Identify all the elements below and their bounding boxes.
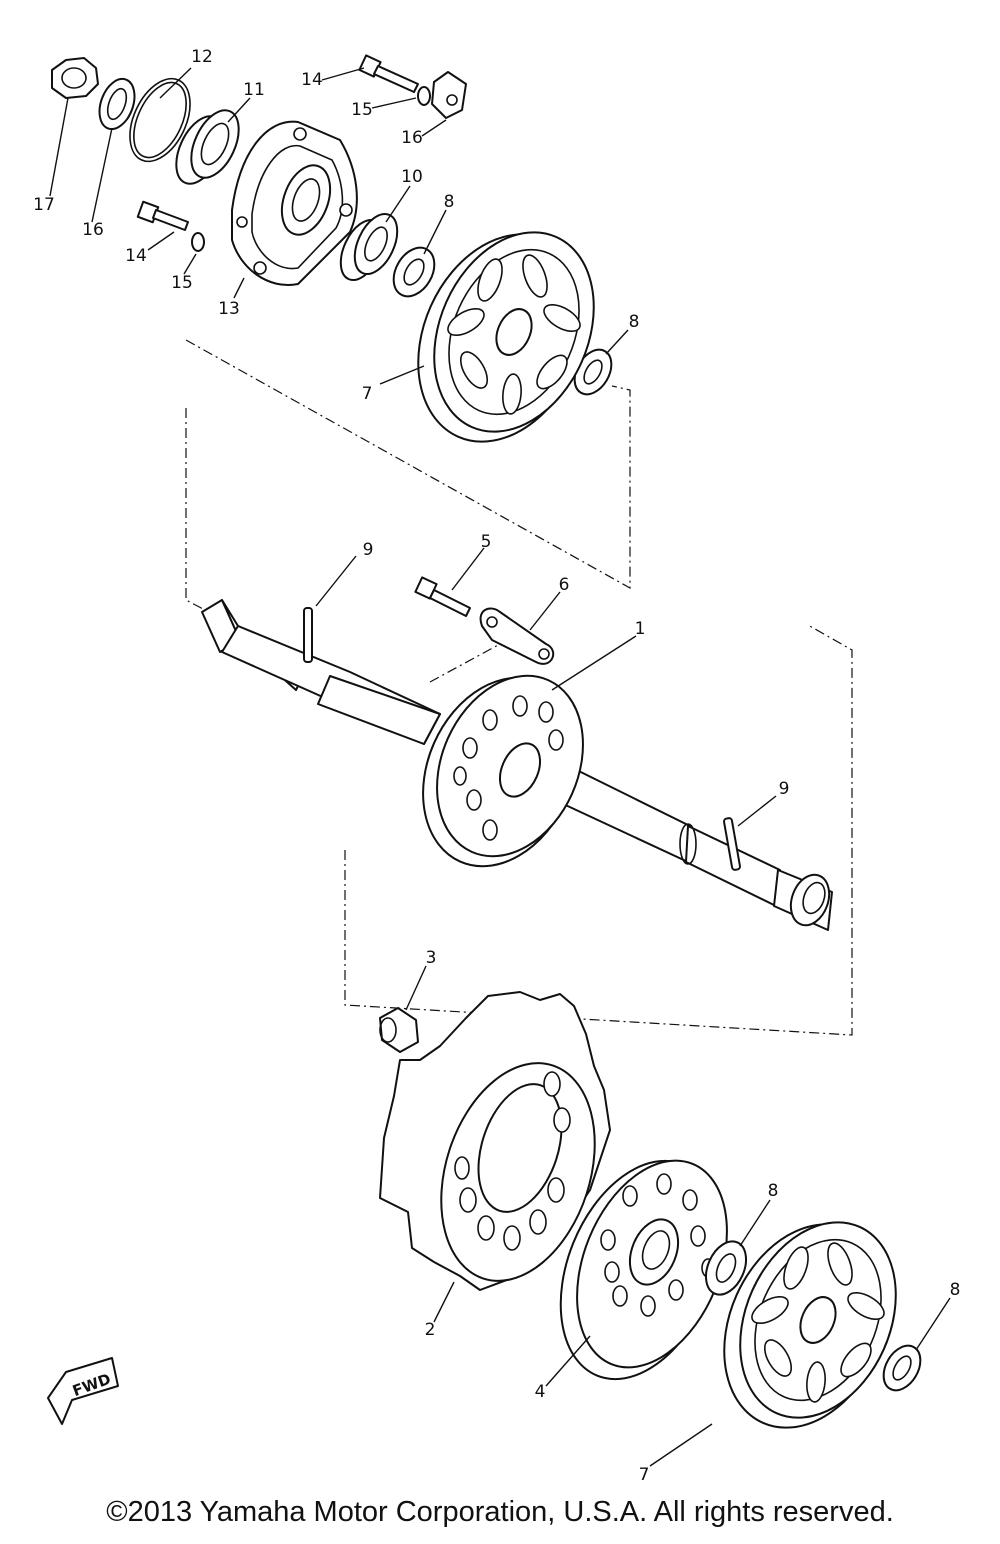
label-12: 12 (191, 47, 213, 67)
part-6-plate (479, 607, 555, 665)
label-10: 10 (401, 167, 423, 187)
part-16-washer (98, 77, 136, 131)
label-9-bottom: 9 (779, 779, 790, 799)
label-8-d: 8 (950, 1280, 961, 1300)
part-8-washer-d (882, 1344, 922, 1392)
label-3: 3 (426, 948, 437, 968)
label-15-top: 15 (351, 100, 373, 120)
alignment-lines (185, 339, 853, 1036)
part-2-sprocket (379, 991, 611, 1291)
label-8-b: 8 (629, 312, 640, 332)
label-2: 2 (425, 1320, 436, 1340)
copyright-notice: ©2013 Yamaha Motor Corporation, U.S.A. A… (106, 1496, 894, 1528)
label-6: 6 (559, 575, 570, 595)
label-8-c: 8 (768, 1181, 779, 1201)
label-7-bottom: 7 (639, 1465, 650, 1485)
leader-lines (49, 67, 951, 1467)
part-5-bolt (414, 576, 471, 617)
fwd-direction-marker: FWD (47, 1357, 119, 1425)
part-14-bolt-top (358, 54, 419, 93)
part-15-washer-left (191, 232, 205, 252)
part-8-washer-c (704, 1240, 748, 1296)
part-17-nut (51, 57, 99, 99)
part-3-collar (379, 1007, 419, 1053)
label-16-top: 16 (401, 128, 423, 148)
label-13: 13 (218, 299, 240, 319)
part-11-bearing (175, 109, 240, 185)
label-14-left: 14 (125, 246, 147, 266)
label-14-top: 14 (301, 70, 323, 90)
part-10-bearing (339, 213, 399, 281)
part-8-washer-a (392, 246, 436, 298)
label-17: 17 (33, 195, 55, 215)
part-7-wheel-bottom (723, 1221, 897, 1429)
label-5: 5 (481, 532, 492, 552)
part-15-washer-top (417, 86, 431, 106)
part-16-bracket (431, 71, 467, 119)
part-1-drive-axle (201, 599, 833, 931)
part-9-pin-top (303, 607, 313, 663)
label-4: 4 (535, 1382, 546, 1402)
part-14-bolt-left (136, 200, 189, 231)
part-13-bearing-housing (231, 120, 358, 286)
label-7-top: 7 (362, 384, 373, 404)
part-9-pin-bottom (723, 817, 741, 871)
part-4-hub-plate (559, 1159, 728, 1381)
part-labels: 12 11 14 15 16 10 8 17 16 14 15 13 7 8 9… (33, 47, 960, 1485)
label-15-left: 15 (171, 273, 193, 293)
label-1: 1 (635, 619, 646, 639)
label-16-left: 16 (82, 220, 104, 240)
part-7-wheel-top (417, 231, 595, 443)
label-8-a: 8 (444, 192, 455, 212)
label-9-top: 9 (363, 540, 374, 560)
label-11: 11 (243, 80, 265, 100)
